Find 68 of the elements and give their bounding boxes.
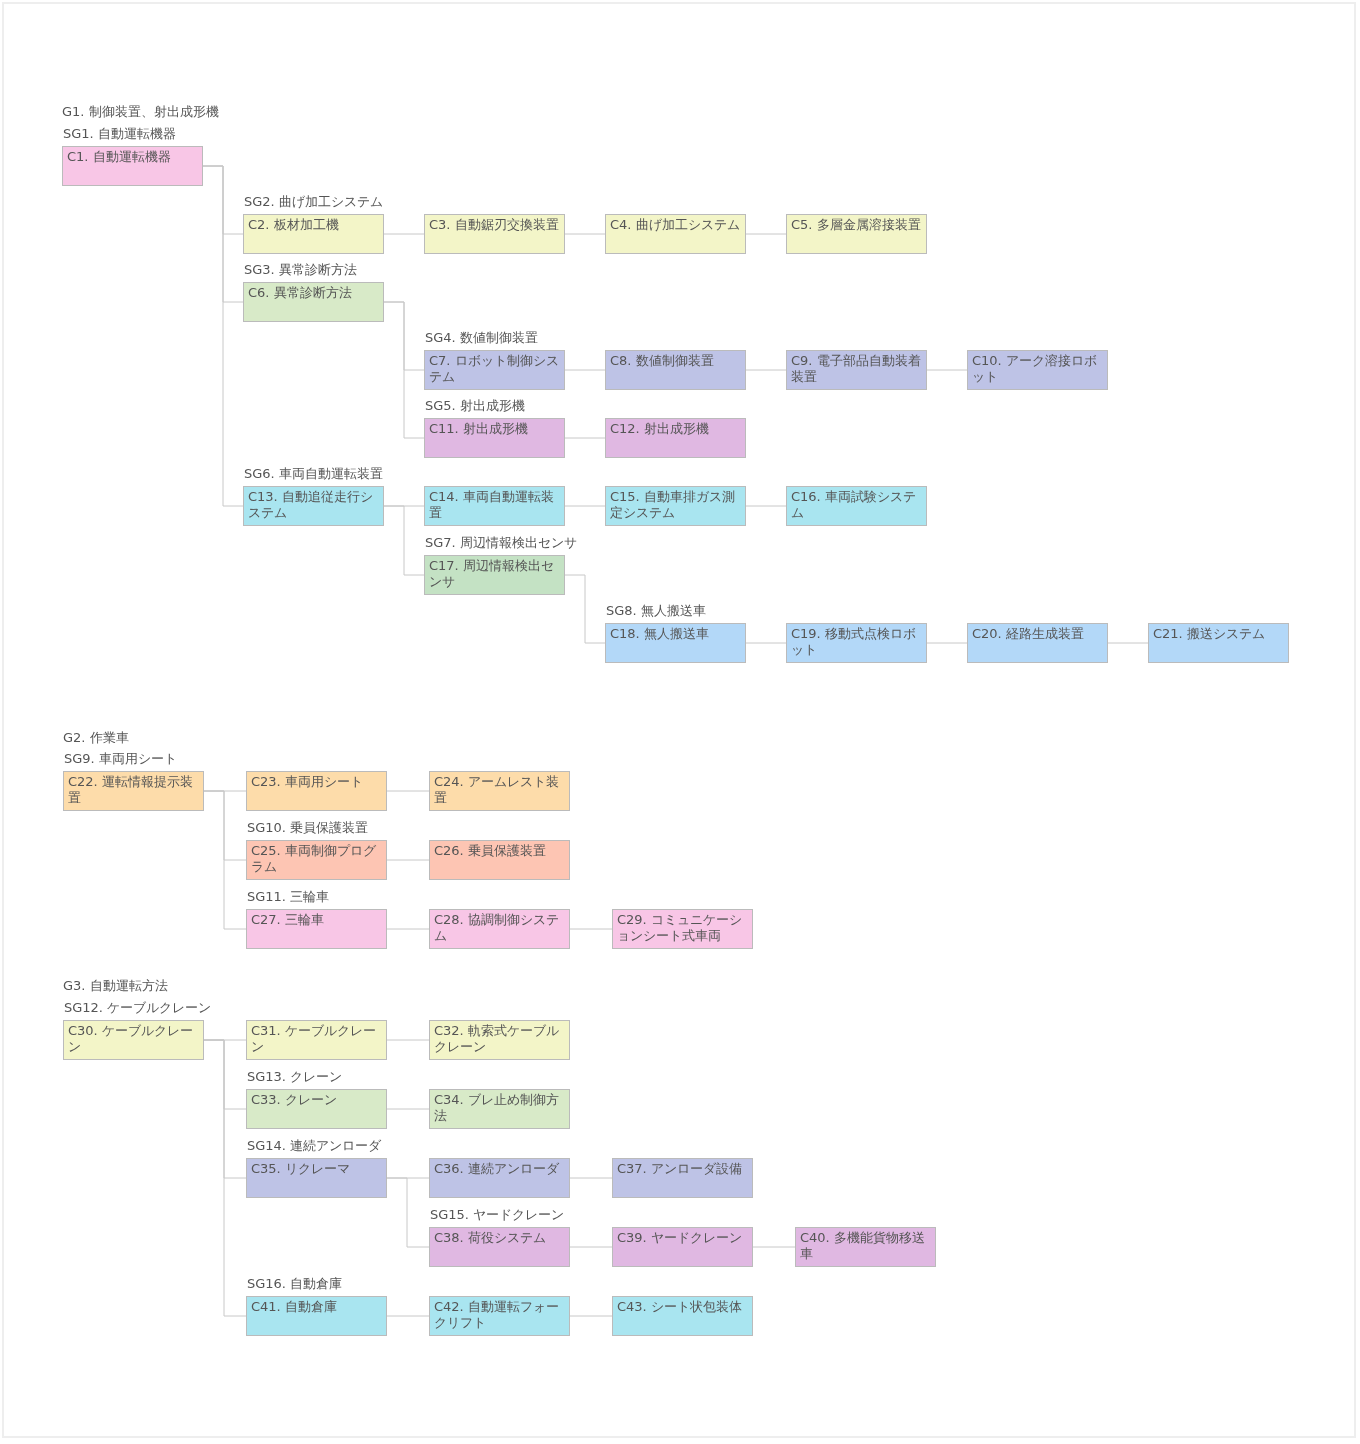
subgroup-heading: SG12. ケーブルクレーン <box>64 999 212 1017</box>
category-box: C25. 車両制御プログラム <box>246 840 387 880</box>
category-box: C31. ケーブルクレーン <box>246 1020 387 1060</box>
category-box: C38. 荷役システム <box>429 1227 570 1267</box>
category-box: C26. 乗員保護装置 <box>429 840 570 880</box>
category-box: C1. 自動運転機器 <box>62 146 203 186</box>
category-box: C20. 経路生成装置 <box>967 623 1108 663</box>
category-box: C12. 射出成形機 <box>605 418 746 458</box>
subgroup-heading: SG4. 数値制御装置 <box>425 329 538 347</box>
subgroup-heading: SG5. 射出成形機 <box>425 397 525 415</box>
category-box: C19. 移動式点検ロボット <box>786 623 927 663</box>
category-box: C23. 車両用シート <box>246 771 387 811</box>
subgroup-heading: SG3. 異常診断方法 <box>244 261 357 279</box>
subgroup-heading: SG10. 乗員保護装置 <box>247 819 369 837</box>
category-box: C21. 搬送システム <box>1148 623 1289 663</box>
category-box: C8. 数値制御装置 <box>605 350 746 390</box>
category-box: C5. 多層金属溶接装置 <box>786 214 927 254</box>
category-box: C41. 自動倉庫 <box>246 1296 387 1336</box>
group-heading: G1. 制御装置、射出成形機 <box>62 103 219 121</box>
connector-line <box>383 301 425 439</box>
subgroup-heading: SG8. 無人搬送車 <box>606 602 706 620</box>
subgroup-heading: SG6. 車両自動運転装置 <box>244 465 383 483</box>
connector-line <box>383 505 425 576</box>
subgroup-heading: SG9. 車両用シート <box>64 750 177 768</box>
category-box: C33. クレーン <box>246 1089 387 1129</box>
subgroup-heading: SG2. 曲げ加工システム <box>244 193 383 211</box>
category-box: C15. 自動車排ガス測定システム <box>605 486 746 526</box>
category-box: C3. 自動鋸刃交換装置 <box>424 214 565 254</box>
connector-line <box>203 790 247 930</box>
category-box: C17. 周辺情報検出センサ <box>424 555 565 595</box>
category-box: C28. 協調制御システム <box>429 909 570 949</box>
connector-line <box>386 1177 430 1248</box>
category-box: C40. 多機能貨物移送車 <box>795 1227 936 1267</box>
category-box: C37. アンローダ設備 <box>612 1158 753 1198</box>
category-box: C4. 曲げ加工システム <box>605 214 746 254</box>
category-box: C32. 軌索式ケーブルクレーン <box>429 1020 570 1060</box>
category-box: C43. シート状包装体 <box>612 1296 753 1336</box>
subgroup-heading: SG11. 三輪車 <box>247 888 330 906</box>
category-box: C13. 自動追従走行システム <box>243 486 384 526</box>
category-box: C2. 板材加工機 <box>243 214 384 254</box>
category-box: C27. 三輪車 <box>246 909 387 949</box>
category-box: C14. 車両自動運転装置 <box>424 486 565 526</box>
category-box: C34. ブレ止め制御方法 <box>429 1089 570 1129</box>
subgroup-heading: SG15. ヤードクレーン <box>430 1206 565 1224</box>
category-box: C35. リクレーマ <box>246 1158 387 1198</box>
category-box: C6. 異常診断方法 <box>243 282 384 322</box>
connector-line <box>564 574 606 644</box>
category-box: C16. 車両試験システム <box>786 486 927 526</box>
category-box: C18. 無人搬送車 <box>605 623 746 663</box>
category-box: C7. ロボット制御システム <box>424 350 565 390</box>
category-box: C9. 電子部品自動装着装置 <box>786 350 927 390</box>
connector-line <box>202 165 244 507</box>
subgroup-heading: SG1. 自動運転機器 <box>63 125 176 143</box>
category-box: C36. 連続アンローダ <box>429 1158 570 1198</box>
subgroup-heading: SG13. クレーン <box>247 1068 343 1086</box>
category-box: C11. 射出成形機 <box>424 418 565 458</box>
group-heading: G2. 作業車 <box>63 729 129 747</box>
subgroup-heading: SG7. 周辺情報検出センサ <box>425 534 577 552</box>
category-box: C30. ケーブルクレーン <box>63 1020 204 1060</box>
group-heading: G3. 自動運転方法 <box>63 977 168 995</box>
category-box: C29. コミュニケーションシート式車両 <box>612 909 753 949</box>
category-box: C10. アーク溶接ロボット <box>967 350 1108 390</box>
subgroup-heading: SG16. 自動倉庫 <box>247 1275 343 1293</box>
category-box: C24. アームレスト装置 <box>429 771 570 811</box>
category-box: C22. 運転情報提示装置 <box>63 771 204 811</box>
category-box: C39. ヤードクレーン <box>612 1227 753 1267</box>
subgroup-heading: SG14. 連続アンローダ <box>247 1137 382 1155</box>
category-box: C42. 自動運転フォークリフト <box>429 1296 570 1336</box>
